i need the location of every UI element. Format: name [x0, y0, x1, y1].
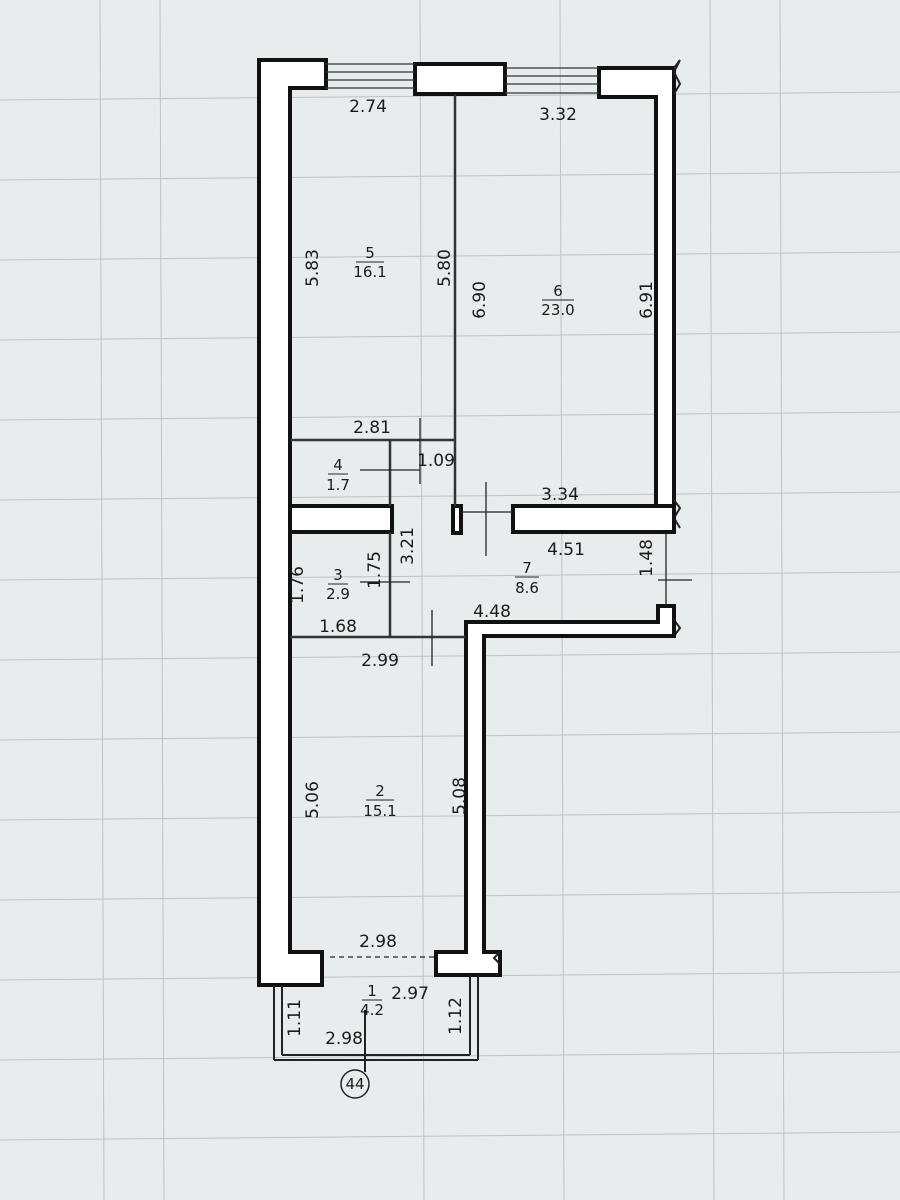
dim-room3-left: 1.76	[288, 566, 308, 604]
wall-entry-right	[434, 604, 676, 977]
dim-room4-top: 2.81	[353, 418, 391, 438]
room-area: 16.1	[353, 263, 386, 281]
room-area: 4.2	[360, 1001, 384, 1019]
room-label-5: 5 16.1	[353, 244, 386, 281]
dim-room5-right: 5.80	[435, 249, 455, 287]
room-number: 1	[367, 982, 377, 1000]
room-label-2: 2 15.1	[363, 782, 396, 820]
plan-number-circle	[340, 1069, 370, 1099]
balcony	[273, 951, 501, 1072]
room-area: 15.1	[363, 802, 396, 820]
dim-balcony-right: 1.12	[446, 997, 466, 1035]
room-label-6: 6 23.0	[541, 282, 574, 319]
room-area: 2.9	[326, 585, 350, 603]
wall-room6-bottom	[511, 504, 676, 534]
dim-top-left-width: 2.74	[349, 97, 387, 117]
room-number: 6	[553, 282, 563, 300]
dim-room3-bottom: 1.68	[319, 617, 357, 637]
dim-room3-right: 1.75	[365, 551, 385, 589]
break-mark-top	[672, 59, 682, 95]
dim-room2-left: 5.06	[303, 781, 323, 819]
wall-left	[257, 58, 328, 987]
dim-room6-left: 6.90	[470, 281, 490, 319]
room-area: 8.6	[515, 579, 539, 597]
room-area: 23.0	[541, 301, 574, 319]
room-number: 4	[333, 456, 343, 474]
room-label-4: 4 1.7	[326, 456, 350, 494]
wall-room4-bottom	[288, 504, 394, 534]
plan-number: 44	[345, 1075, 364, 1093]
room-number: 7	[522, 559, 532, 577]
room-label-3: 3 2.9	[326, 566, 350, 603]
room-number: 2	[375, 782, 385, 800]
dim-room6-right: 6.91	[637, 281, 657, 319]
dim-corridor-bottom: 4.48	[473, 602, 511, 622]
room-label-7: 7 8.6	[515, 559, 539, 597]
window-top-right	[505, 67, 599, 94]
room-label-1: 1 4.2	[360, 982, 384, 1019]
room-number: 3	[333, 566, 343, 584]
dim-entry-width: 1.48	[637, 539, 657, 577]
room-number: 5	[365, 244, 375, 262]
dim-balcony-top: 2.98	[359, 932, 397, 952]
window-top-left	[326, 63, 415, 89]
dim-room2-right: 5.08	[450, 777, 470, 815]
dim-corridor-height: 3.21	[398, 527, 418, 565]
door-pier	[451, 504, 463, 535]
dim-room4-side: 1.09	[417, 451, 455, 471]
dim-room6-bottom: 3.34	[541, 485, 579, 505]
dim-top-right-width: 3.32	[539, 105, 577, 125]
dim-room2-top: 2.99	[361, 651, 399, 671]
room-area: 1.7	[326, 476, 350, 494]
dim-balcony-left: 1.11	[285, 999, 305, 1037]
break-mark-mid	[672, 499, 682, 529]
dim-corridor-top: 4.51	[547, 540, 585, 560]
wall-top-pier	[413, 62, 507, 96]
dim-balcony-bottom: 2.98	[325, 1029, 363, 1049]
dim-balcony-inner: 2.97	[391, 984, 429, 1004]
dim-room5-left: 5.83	[303, 249, 323, 287]
